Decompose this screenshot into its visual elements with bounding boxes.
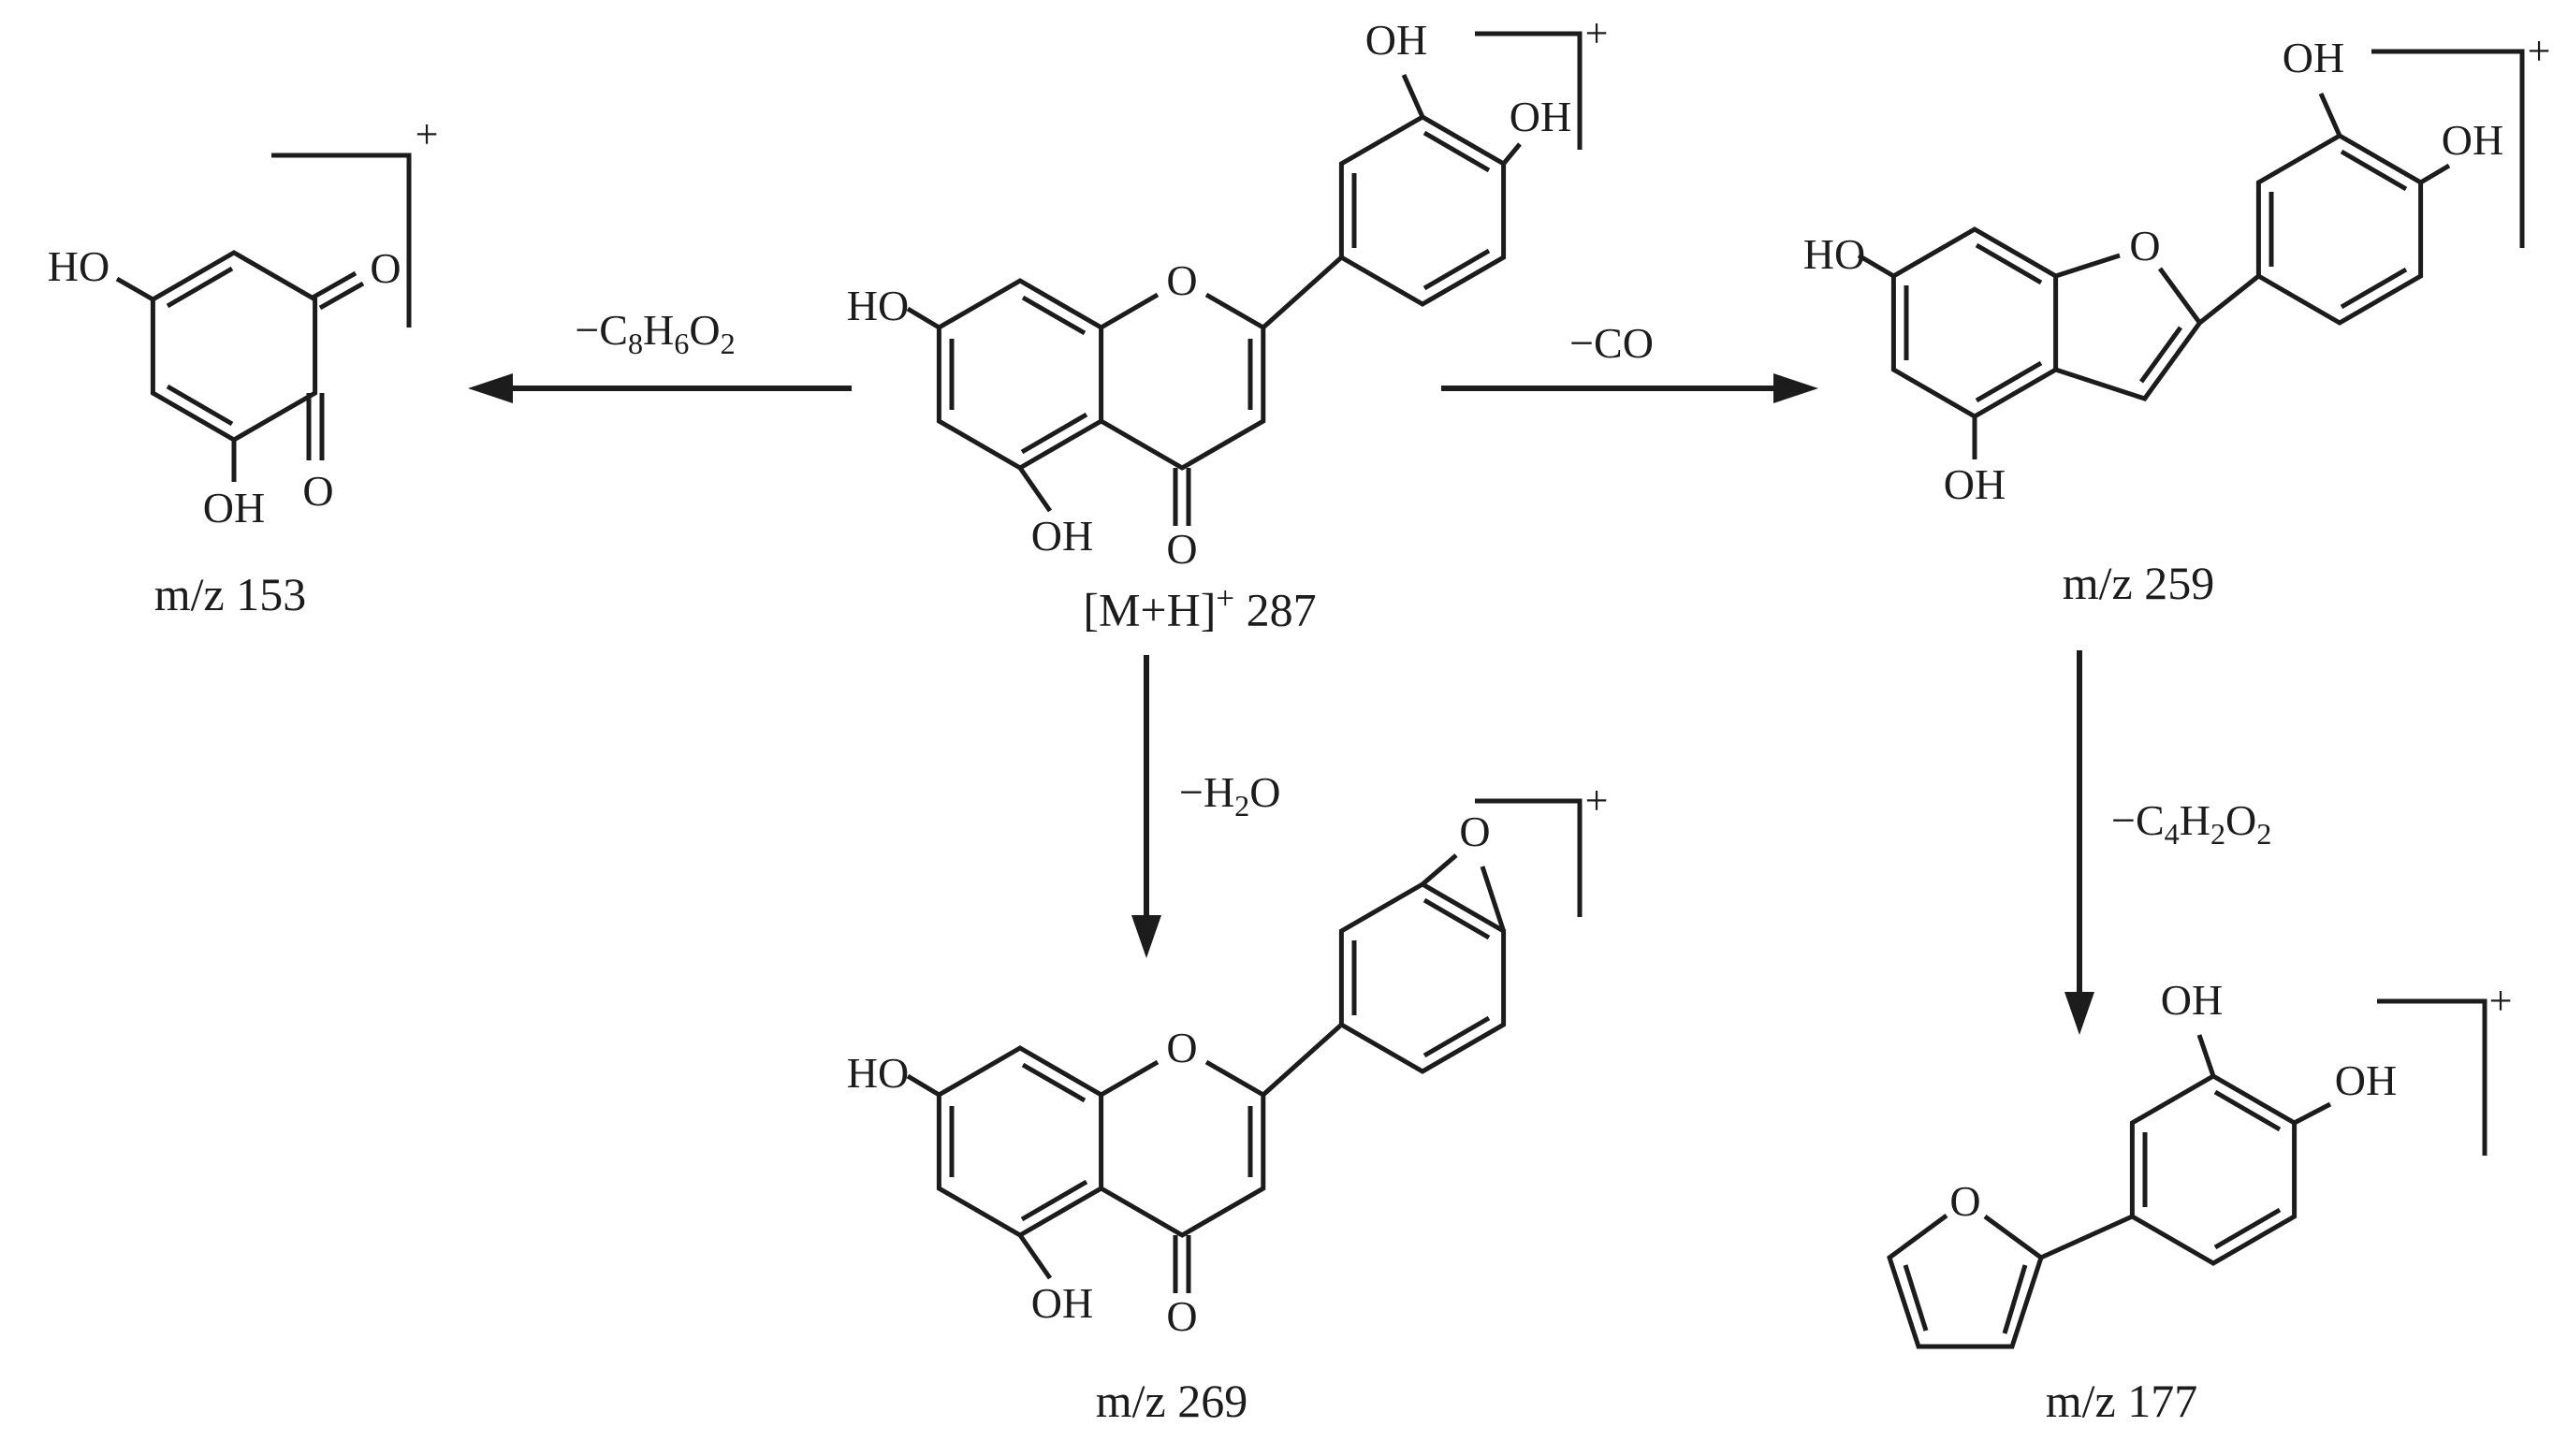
ion-label-mz153: m/z 153	[153, 568, 307, 620]
mz259-bonds	[1857, 49, 2525, 459]
atom-label-ketone-o: O	[1166, 525, 1197, 573]
arrow-loss-c4h2o2	[2064, 650, 2094, 1035]
atom-label-furan-o: O	[2129, 222, 2160, 269]
structure-mz269: HO O OH O O +	[847, 778, 1609, 1340]
charge-plus: +	[2489, 978, 2513, 1024]
atom-label-ho: HO	[847, 282, 909, 329]
atom-label-oh: OH	[2335, 1056, 2397, 1104]
charge-plus: +	[1585, 10, 1609, 56]
loss-label-c8h6o2: −C8H6O2	[575, 306, 736, 361]
atom-label-oh: OH	[1031, 1279, 1093, 1327]
mz269-bonds	[906, 798, 1583, 1293]
atom-label-epoxide-o: O	[1459, 808, 1490, 855]
ion-label-parent: [M+H]+ 287	[1083, 580, 1317, 636]
atom-label-oh: OH	[1031, 512, 1093, 560]
arrow-loss-h2o	[1131, 655, 1161, 958]
charge-bracket	[271, 153, 412, 328]
atom-label-ketone-o: O	[1166, 1292, 1197, 1340]
arrow-loss-c8h6o2	[468, 373, 852, 403]
loss-label-h2o: −H2O	[1179, 768, 1281, 823]
atom-label-oh: OH	[2283, 34, 2344, 81]
mz153-bonds	[115, 153, 412, 482]
charge-bracket	[1475, 31, 1583, 150]
atom-label-oh: OH	[1365, 16, 1427, 64]
atom-label-o: O	[302, 467, 333, 515]
atom-label-furan-o: O	[1949, 1177, 1980, 1225]
atom-label-ho: HO	[847, 1049, 909, 1097]
ion-label-mz259: m/z 259	[2062, 557, 2215, 609]
parent-bonds	[906, 31, 1583, 526]
structure-mz177: O OH OH +	[1887, 976, 2513, 1349]
atom-label-ho: HO	[1803, 230, 1865, 278]
atom-label-oh: OH	[1944, 460, 2006, 508]
atom-label-oh: OH	[2442, 116, 2503, 164]
atom-label-ho: HO	[48, 242, 109, 290]
atom-label-oh: OH	[1510, 93, 1571, 140]
structure-mz153: HO O OH O +	[48, 112, 439, 531]
charge-plus: +	[416, 112, 439, 157]
charge-bracket	[1475, 798, 1583, 917]
loss-label-co: −CO	[1569, 319, 1654, 367]
loss-label-c4h2o2: −C4H2O2	[2111, 796, 2272, 852]
atom-label-oh: OH	[203, 484, 265, 531]
atom-label-oh: OH	[2161, 976, 2223, 1024]
charge-plus: +	[1585, 778, 1609, 823]
charge-plus: +	[2528, 28, 2551, 74]
atom-label-ring-o: O	[1166, 256, 1197, 304]
arrow-loss-co	[1441, 373, 1818, 403]
ion-label-mz177: m/z 177	[2045, 1375, 2198, 1427]
charge-bracket	[2371, 49, 2525, 248]
structure-parent: HO O OH O OH OH +	[847, 10, 1609, 573]
ion-label-mz269: m/z 269	[1095, 1375, 1248, 1427]
atom-label-ring-o: O	[1166, 1024, 1197, 1071]
mz177-bonds	[1887, 998, 2487, 1349]
atom-label-o: O	[370, 244, 401, 292]
charge-bracket	[2377, 998, 2487, 1156]
structure-mz259: HO OH O OH OH +	[1803, 28, 2551, 508]
